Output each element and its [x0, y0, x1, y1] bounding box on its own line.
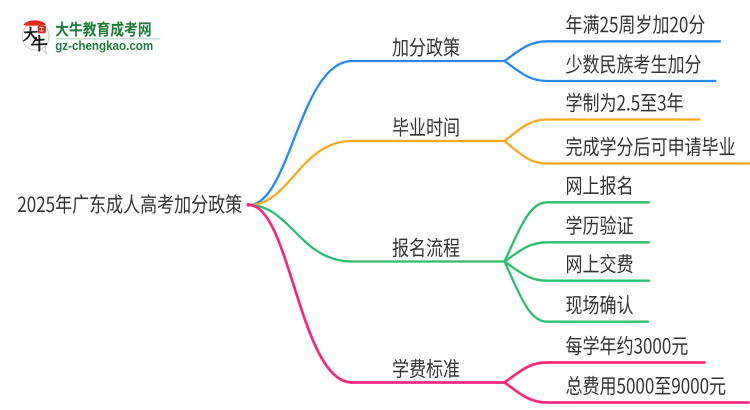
svg-text:gz-chengkao.com: gz-chengkao.com	[55, 39, 153, 53]
